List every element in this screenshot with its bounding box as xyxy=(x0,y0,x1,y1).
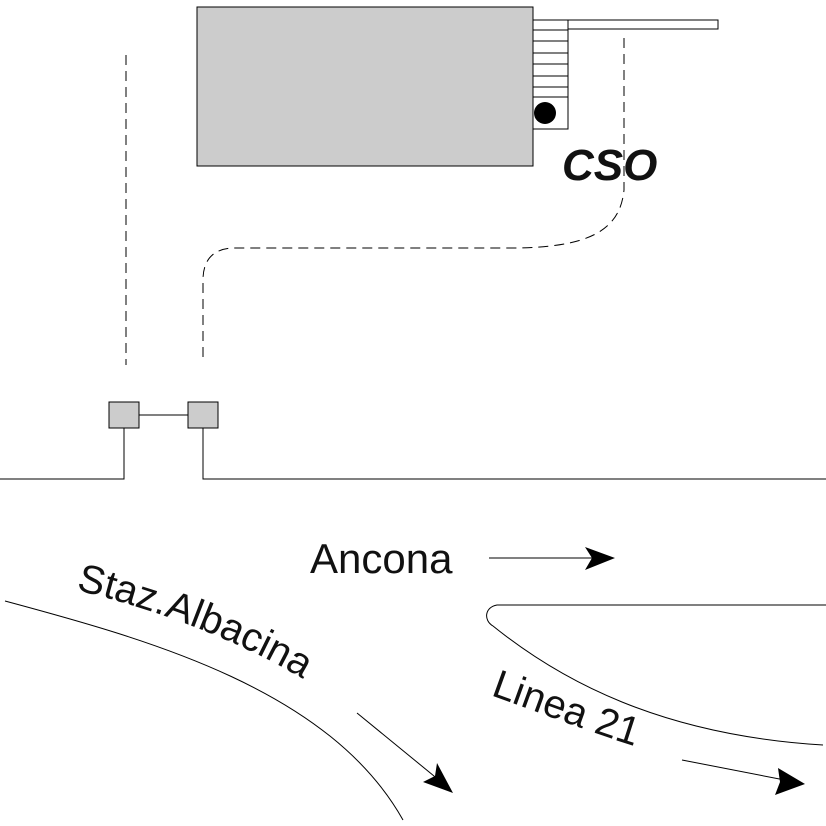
dashed-route-cso xyxy=(202,38,625,358)
station-label-path: Staz.Albacina xyxy=(74,556,322,687)
road-edge-left xyxy=(0,428,125,480)
linea21-arrowhead-icon xyxy=(775,768,805,795)
junction-box-right xyxy=(187,401,219,429)
linea21-arrow xyxy=(681,759,796,783)
line-label: Linea 21 xyxy=(487,662,645,755)
rail-curve-albacina xyxy=(4,600,404,821)
road-edge-right xyxy=(202,428,826,480)
stairs xyxy=(532,19,569,130)
overflow-pipe xyxy=(567,19,719,30)
dashed-routes xyxy=(125,38,625,365)
ancona-arrowhead-icon xyxy=(585,547,615,570)
station-label: Staz.Albacina xyxy=(74,556,322,687)
ancona-label: Ancona xyxy=(310,535,453,582)
junction-box-left xyxy=(108,401,140,429)
albacina-arrowhead-icon xyxy=(423,763,453,793)
cso-label: CSO xyxy=(562,141,657,190)
line-label-path: Linea 21 xyxy=(487,662,645,755)
rail-curve-linea21 xyxy=(486,604,826,746)
manhole-icon xyxy=(534,102,556,124)
building xyxy=(196,6,534,167)
albacina-arrow xyxy=(356,712,446,786)
